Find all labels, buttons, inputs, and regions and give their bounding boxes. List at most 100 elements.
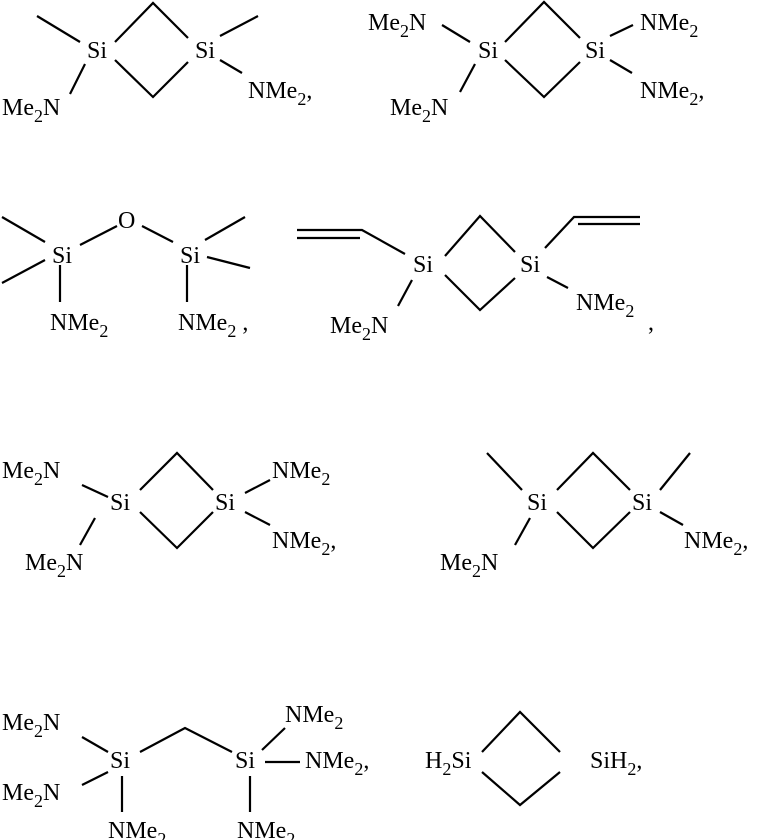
label-part: Si: [110, 490, 130, 516]
atom-label: NMe2,: [640, 78, 704, 109]
molecule-hexakis-dimethylamino-disilylmethane: Me2NSiMe2NNMe2SiNMe2NMe2,NMe2: [2, 702, 369, 840]
label-part: N: [43, 710, 60, 736]
label-part: NMe: [576, 290, 625, 316]
bond-line: [80, 226, 117, 245]
bond-line: [220, 16, 258, 36]
subscript: 2: [442, 759, 451, 779]
atom-label: Si: [195, 38, 215, 64]
label-part: NMe: [237, 818, 286, 840]
label-part: Si: [180, 243, 200, 269]
atom-label: NMe2: [50, 310, 108, 341]
molecule-tetrakis-dimethylamino-disilacyclobutane: Me2NSiSiNMe2NMe2,Me2N: [368, 2, 704, 126]
subscript: 2: [297, 89, 306, 109]
label-part: H: [425, 748, 442, 774]
label-part: Si: [235, 748, 255, 774]
atom-label: Me2N: [25, 550, 83, 581]
bond-line: [547, 277, 568, 288]
subscript: 2: [57, 561, 66, 581]
atom-label: ,: [648, 310, 654, 336]
bond-line: [207, 257, 250, 268]
atom-label: O: [118, 208, 135, 234]
label-part: NMe: [50, 310, 99, 336]
bond-line: [660, 512, 683, 525]
bond-line: [82, 737, 108, 752]
atom-label: Si: [413, 252, 433, 278]
label-part: ,: [330, 528, 336, 554]
label-part: Me: [330, 313, 362, 339]
atom-label: NMe2,: [248, 78, 312, 109]
bond-line: [482, 772, 560, 805]
label-part: N: [371, 313, 388, 339]
atom-label: H2Si: [425, 748, 472, 779]
bond-line: [115, 60, 188, 97]
bond-line: [505, 2, 580, 42]
label-part: Me: [440, 550, 472, 576]
bond-line: [445, 216, 515, 256]
subscript: 2: [286, 829, 295, 840]
label-part: Me: [25, 550, 57, 576]
bond-line: [398, 280, 412, 306]
atom-label: NMe2: [576, 290, 634, 321]
label-part: Si: [413, 252, 433, 278]
label-part: ,: [636, 748, 642, 774]
molecule-dimethyl-disilacyclobutane-diamine: SiSiNMe2,Me2N: [440, 453, 748, 581]
subscript: 2: [354, 759, 363, 779]
subscript: 2: [627, 759, 636, 779]
label-part: N: [43, 458, 60, 484]
bond-line: [487, 453, 522, 490]
subscript: 2: [99, 321, 108, 341]
label-part: N: [481, 550, 498, 576]
bond-line: [142, 226, 173, 242]
subscript: 2: [472, 561, 481, 581]
atom-label: Me2N: [2, 95, 60, 126]
bond-line: [115, 3, 188, 42]
bond-line: [140, 512, 213, 548]
atom-label: Si: [110, 490, 130, 516]
bond-line: [505, 60, 580, 97]
atom-label: Si: [632, 490, 652, 516]
atom-label: Si: [235, 748, 255, 774]
label-part: Me: [390, 95, 422, 121]
subscript: 2: [321, 469, 330, 489]
label-part: NMe: [108, 818, 157, 840]
bond-line: [82, 772, 108, 785]
atom-label: NMe2,: [305, 748, 369, 779]
atom-label: NMe2: [640, 10, 698, 41]
label-part: ,: [363, 748, 369, 774]
atom-label: Si: [110, 748, 130, 774]
atom-label: Me2N: [2, 780, 60, 811]
subscript: 2: [157, 829, 166, 840]
bond-line: [220, 60, 242, 73]
subscript: 2: [689, 21, 698, 41]
subscript: 2: [334, 713, 343, 733]
label-part: Si: [585, 38, 605, 64]
label-part: Si: [527, 490, 547, 516]
label-part: Si: [87, 38, 107, 64]
label-part: ,: [236, 310, 248, 336]
bond-line: [460, 64, 475, 92]
atom-label: Me2N: [2, 458, 60, 489]
atom-label: Si: [520, 252, 540, 278]
subscript: 2: [321, 539, 330, 559]
subscript: 2: [34, 106, 43, 126]
bond-line: [297, 230, 405, 254]
bond-line: [610, 25, 633, 36]
subscript: 2: [227, 321, 236, 341]
atom-label: Si: [585, 38, 605, 64]
bond-line: [2, 260, 45, 283]
atom-label: Me2N: [2, 710, 60, 741]
bond-line: [557, 453, 630, 490]
bond-line: [80, 518, 95, 545]
molecule-disilacyclobutane: H2SiSiH2,: [425, 712, 642, 805]
atom-label: Me2N: [440, 550, 498, 581]
bond-line: [245, 480, 270, 493]
label-part: Me: [2, 95, 34, 121]
label-part: Si: [520, 252, 540, 278]
label-part: NMe: [248, 78, 297, 104]
label-part: Si: [215, 490, 235, 516]
label-part: ,: [648, 310, 654, 336]
label-part: NMe: [684, 528, 733, 554]
label-part: Me: [2, 458, 34, 484]
atom-label: NMe2: [237, 818, 295, 840]
